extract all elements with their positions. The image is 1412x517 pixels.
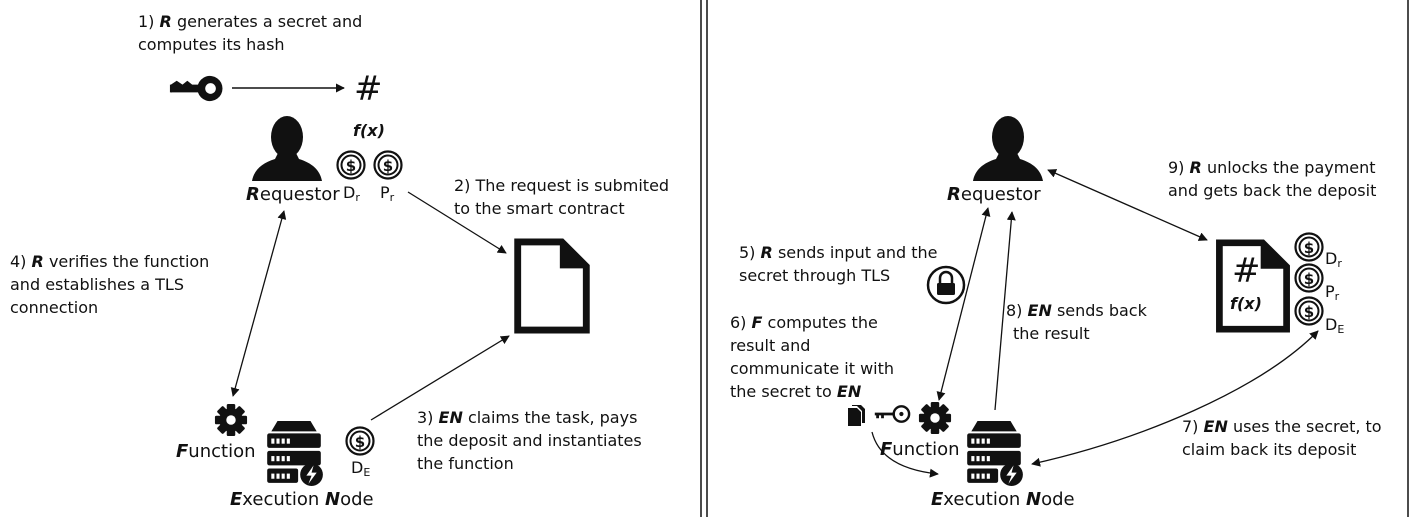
step4-line1: 4) R verifies the function — [10, 252, 209, 271]
smart-contract-document-icon — [518, 242, 587, 330]
claim-deposit-arrow — [1031, 330, 1319, 467]
step2-line1: 2) The request is submited — [454, 176, 669, 195]
step1-line2: computes its hash — [138, 35, 285, 54]
right-function-label: Function — [880, 439, 960, 460]
requestor-person-icon — [252, 116, 322, 181]
function-gear-icon — [214, 403, 248, 437]
de-label: DE — [351, 458, 370, 479]
step7-line2: claim back its deposit — [1182, 440, 1356, 459]
request-submit-arrow — [407, 191, 507, 254]
coin-de-symbol: $ — [355, 433, 365, 451]
right-execution-node-server-icon — [967, 421, 1023, 486]
hash-icon: # — [354, 69, 383, 109]
right-de-label: DE — [1325, 315, 1344, 336]
tls-lock-icon — [926, 265, 966, 305]
step6-line2: result and — [730, 336, 810, 355]
secret-key-small-icon — [873, 404, 911, 424]
right-requestor-label: Requestor — [947, 184, 1041, 205]
claim-task-arrow — [370, 335, 510, 421]
result-documents-icon — [848, 405, 865, 426]
right-fx-label: f(x) — [1230, 294, 1262, 313]
step1-line1: 1) R generates a secret and — [138, 12, 362, 31]
step5-line2: secret through TLS — [739, 266, 890, 285]
dr-label: Dr — [343, 183, 360, 204]
function-label: Function — [176, 441, 256, 462]
unlock-payment-arrow — [1047, 169, 1208, 241]
step8-line1: 8) EN sends back — [1006, 301, 1148, 320]
step6-line1: 6) F computes the — [730, 313, 878, 332]
secret-key-icon — [169, 74, 224, 103]
step5-line1: 5) R sends input and the — [739, 243, 938, 262]
right-panel: Requestor 9) R unlocks the payment and g… — [730, 116, 1382, 510]
requestor-label: Requestor — [246, 184, 340, 205]
step4-line3: connection — [10, 298, 98, 317]
result-to-node-arrow — [871, 431, 939, 478]
right-coin-pr-symbol: $ — [1304, 270, 1314, 288]
right-pr-label: Pr — [1325, 282, 1340, 303]
step2-line2: to the smart contract — [454, 199, 625, 218]
step3-line3: the function — [417, 454, 514, 473]
right-function-gear-icon — [918, 401, 952, 435]
fx-label: f(x) — [353, 121, 385, 140]
step8-line2: the result — [1013, 324, 1090, 343]
step9-line1: 9) R unlocks the payment — [1168, 158, 1376, 177]
right-coin-dr-symbol: $ — [1304, 239, 1314, 257]
right-requestor-person-icon — [973, 116, 1043, 181]
step6-line4: the secret to EN — [730, 382, 862, 401]
right-coin-de-symbol: $ — [1304, 303, 1314, 321]
send-result-arrow — [994, 211, 1016, 411]
step7-line1: 7) EN uses the secret, to — [1182, 417, 1382, 436]
left-panel: 1) R generates a secret and computes its… — [10, 12, 669, 510]
pr-label: Pr — [380, 183, 395, 204]
step4-line2: and establishes a TLS — [10, 275, 184, 294]
step6-line3: communicate it with — [730, 359, 894, 378]
execution-node-label: Execution Node — [230, 489, 374, 510]
execution-node-server-icon — [267, 421, 323, 486]
right-execution-node-label: Execution Node — [931, 489, 1075, 510]
right-dr-label: Dr — [1325, 249, 1342, 270]
send-input-arrow — [936, 207, 991, 401]
step3-line2: the deposit and instantiates — [417, 431, 642, 450]
coin-pr-symbol: $ — [383, 157, 393, 175]
coin-dr-symbol: $ — [346, 157, 356, 175]
step3-line1: 3) EN claims the task, pays — [417, 408, 637, 427]
tls-verify-arrow — [230, 210, 287, 397]
step9-line2: and gets back the deposit — [1168, 181, 1376, 200]
right-hash-icon: # — [1232, 251, 1261, 291]
